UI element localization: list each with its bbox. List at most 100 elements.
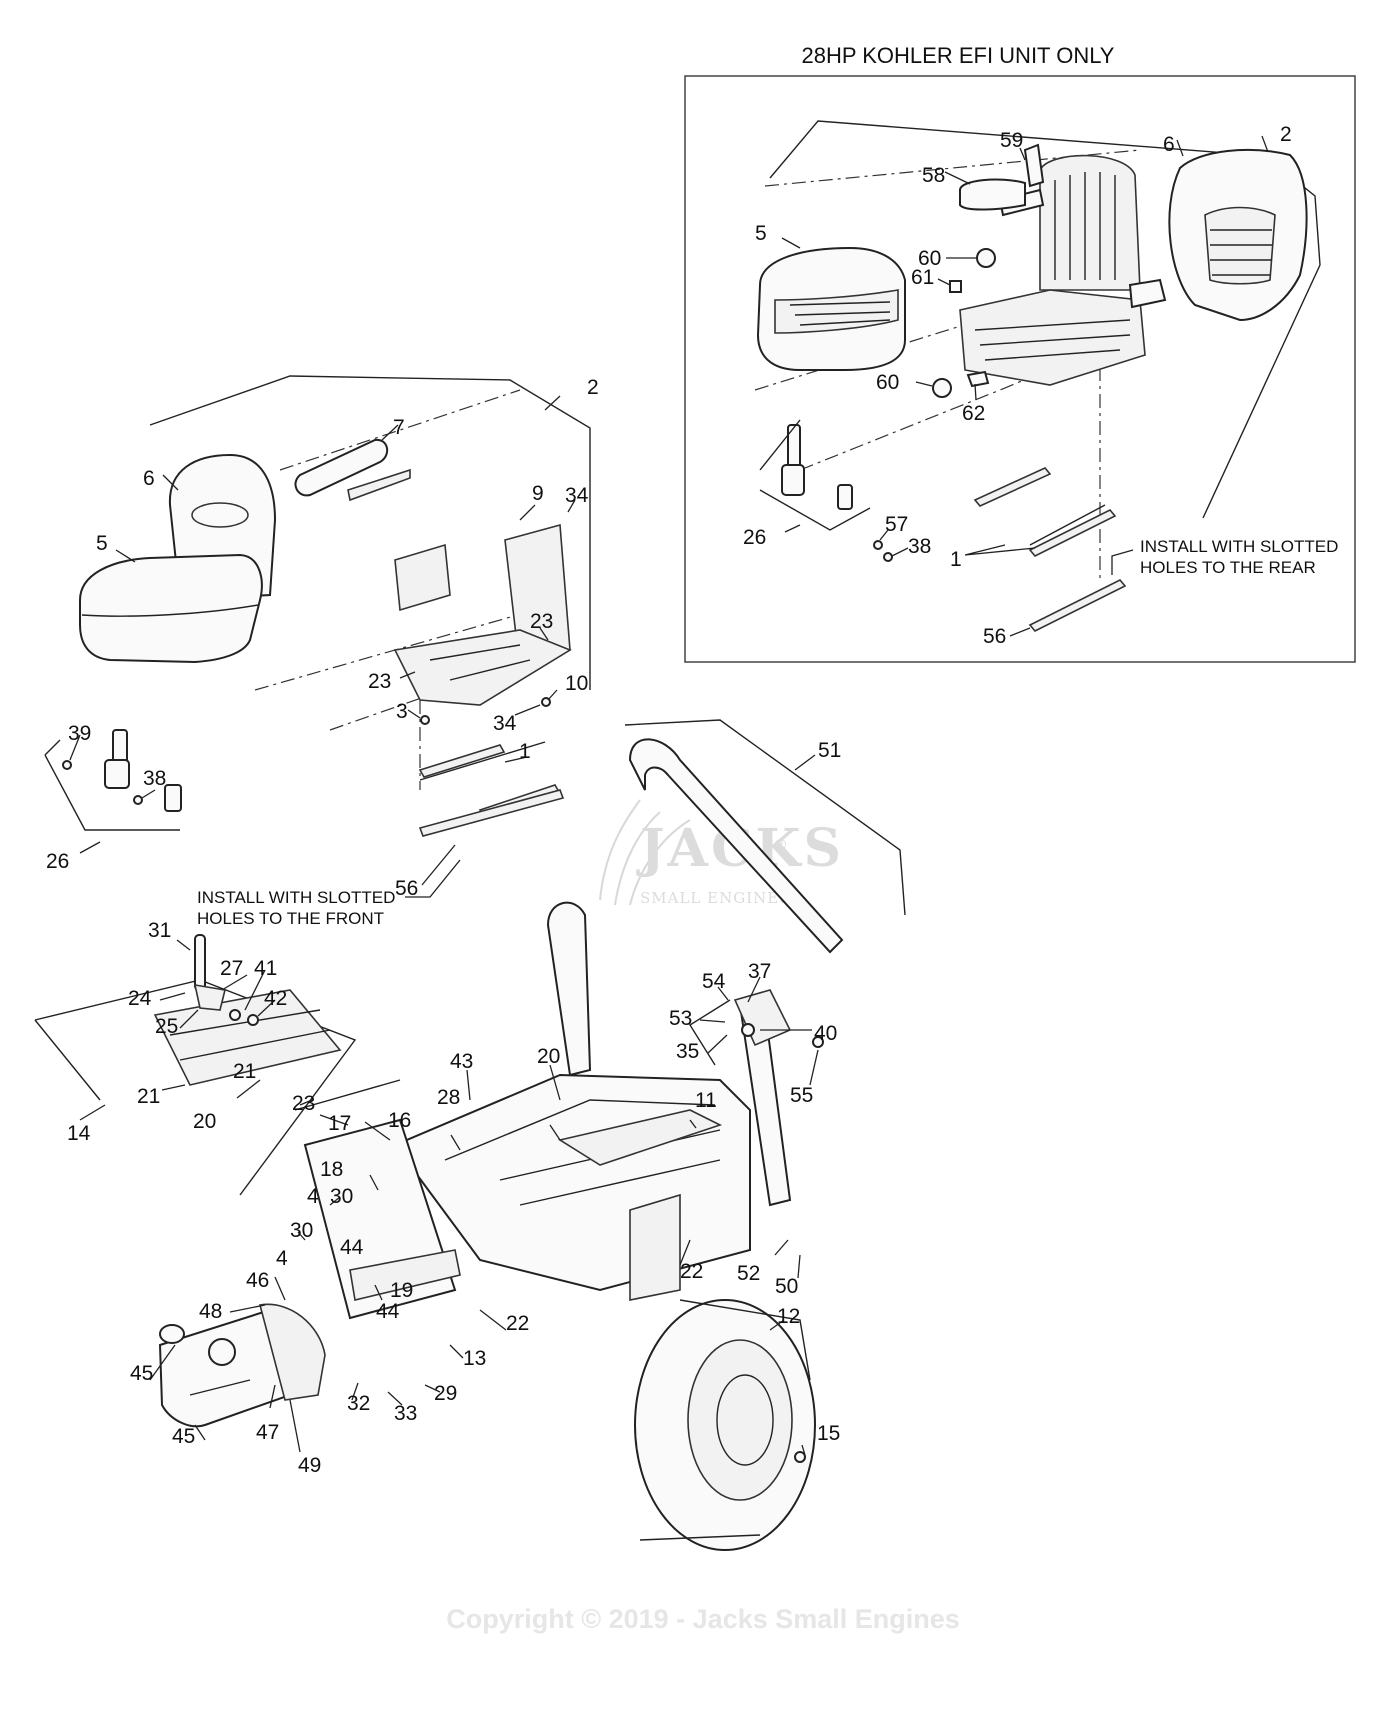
callout-main-44a: 44 xyxy=(340,1236,364,1259)
rops-assembly: 51 xyxy=(546,719,906,1207)
callout-main-5: 5 xyxy=(96,532,108,555)
callout-inset-6: 6 xyxy=(1163,133,1175,156)
inset-seat-back xyxy=(1168,148,1308,322)
main-slide-rails xyxy=(418,741,561,821)
main-back-bracket xyxy=(394,543,451,612)
callout-main-2: 2 xyxy=(587,376,599,399)
callout-main-15: 15 xyxy=(817,1422,840,1445)
callout-inset-2: 2 xyxy=(1280,123,1292,146)
wheel-bolt-15 xyxy=(794,1451,806,1463)
callout-main-25: 25 xyxy=(155,1015,178,1038)
inset-note-line2: HOLES TO THE REAR xyxy=(1140,558,1316,577)
rear-tire xyxy=(634,1299,816,1551)
lever-bracket xyxy=(193,984,226,1011)
callout-main-46: 46 xyxy=(246,1269,269,1292)
inset-bracket-56 xyxy=(1028,579,1127,632)
control-rod xyxy=(294,1079,401,1111)
inset-note-line1: INSTALL WITH SLOTTED xyxy=(1140,537,1338,556)
callout-main-26: 26 xyxy=(46,850,69,873)
callout-main-31: 31 xyxy=(148,919,171,942)
callout-main-4a: 4 xyxy=(307,1185,319,1208)
inset-knob-60 xyxy=(976,248,996,268)
rops-left-upright xyxy=(546,901,592,1077)
inset-leaders xyxy=(781,135,1269,637)
callout-main-30b: 30 xyxy=(290,1219,313,1242)
exmark-logo-icon xyxy=(191,502,249,528)
callout-main-23c: 23 xyxy=(292,1092,315,1115)
callout-main-16: 16 xyxy=(388,1109,411,1132)
callout-main-22a: 22 xyxy=(680,1260,703,1283)
callout-inset-58: 58 xyxy=(922,164,945,187)
inset-washer-57 xyxy=(873,540,883,550)
callout-main-23a: 23 xyxy=(530,610,553,633)
main-seat-assembly: 2 7 6 9 34 5 23 23 10 3 34 39 1 38 26 56… xyxy=(44,375,599,928)
callout-inset-38: 38 xyxy=(908,535,931,558)
front-bracket xyxy=(349,1249,461,1301)
callout-main-48: 48 xyxy=(199,1300,222,1323)
callout-inset-57: 57 xyxy=(885,513,908,536)
callout-main-44b: 44 xyxy=(376,1300,400,1323)
callout-main-27: 27 xyxy=(220,957,243,980)
callout-inset-59: 59 xyxy=(1000,129,1023,152)
callout-main-11: 11 xyxy=(695,1089,717,1112)
callout-main-49: 49 xyxy=(298,1454,321,1477)
frame-deck-plate xyxy=(557,1109,723,1166)
callout-main-13: 13 xyxy=(463,1347,486,1370)
main-seat-leaders xyxy=(69,395,576,898)
callout-main-34a: 34 xyxy=(565,484,589,507)
callout-main-30a: 30 xyxy=(330,1185,353,1208)
main-note-line2: HOLES TO THE FRONT xyxy=(197,909,384,928)
callout-main-42: 42 xyxy=(264,987,287,1010)
bolt-41 xyxy=(229,1009,241,1021)
callout-main-56: 56 xyxy=(395,877,418,900)
callout-inset-5: 5 xyxy=(755,222,767,245)
callout-main-20a: 20 xyxy=(537,1045,560,1068)
callout-main-45b: 45 xyxy=(172,1425,195,1448)
callout-main-17: 17 xyxy=(328,1112,351,1135)
callout-main-23b: 23 xyxy=(368,670,391,693)
callout-main-53: 53 xyxy=(669,1007,692,1030)
callout-main-10: 10 xyxy=(565,672,588,695)
callout-inset-26: 26 xyxy=(743,526,766,549)
main-bracket-56 xyxy=(418,789,565,837)
rops-pivot-bracket xyxy=(733,989,792,1047)
callout-main-21b: 21 xyxy=(137,1085,160,1108)
callout-main-35: 35 xyxy=(676,1040,699,1063)
callout-inset-56: 56 xyxy=(983,625,1006,648)
rops-group-outline xyxy=(624,719,906,916)
callout-main-51: 51 xyxy=(818,739,841,762)
callout-main-22b: 22 xyxy=(506,1312,529,1335)
callout-inset-60a: 60 xyxy=(918,247,941,270)
front-cover xyxy=(158,1303,326,1428)
callout-main-43: 43 xyxy=(450,1050,473,1073)
inset-knob-60-lower xyxy=(932,378,952,398)
main-seat-belt xyxy=(44,729,182,831)
main-bolt-39 xyxy=(62,760,72,770)
callout-main-38: 38 xyxy=(143,767,166,790)
bolt-55 xyxy=(812,1036,824,1048)
callout-main-29: 29 xyxy=(434,1382,457,1405)
callout-inset-1: 1 xyxy=(950,548,962,571)
callout-main-6: 6 xyxy=(143,467,155,490)
inset-seat-cushion xyxy=(756,246,906,371)
callout-main-18: 18 xyxy=(320,1158,343,1181)
callout-main-41: 41 xyxy=(254,957,277,980)
main-seat-cushion xyxy=(79,553,263,664)
main-bolt-38 xyxy=(133,795,143,805)
kohler-efi-inset: 28HP KOHLER EFI UNIT ONLY xyxy=(684,43,1356,663)
callout-main-45a: 45 xyxy=(130,1362,153,1385)
watermark-subtitle: SMALL ENGINES xyxy=(640,889,791,907)
main-armrest xyxy=(294,438,389,497)
inset-pivot-pin xyxy=(1023,143,1045,188)
callout-main-34b: 34 xyxy=(493,712,517,735)
inset-part-61 xyxy=(949,280,962,293)
callout-main-28: 28 xyxy=(437,1086,460,1109)
callout-main-37: 37 xyxy=(748,960,771,983)
callout-main-9: 9 xyxy=(532,482,544,505)
main-seat-pan xyxy=(393,523,572,706)
callout-main-24: 24 xyxy=(128,987,152,1010)
callout-main-40: 40 xyxy=(814,1022,837,1045)
callout-main-39: 39 xyxy=(68,722,91,745)
inset-frame xyxy=(684,75,1356,663)
